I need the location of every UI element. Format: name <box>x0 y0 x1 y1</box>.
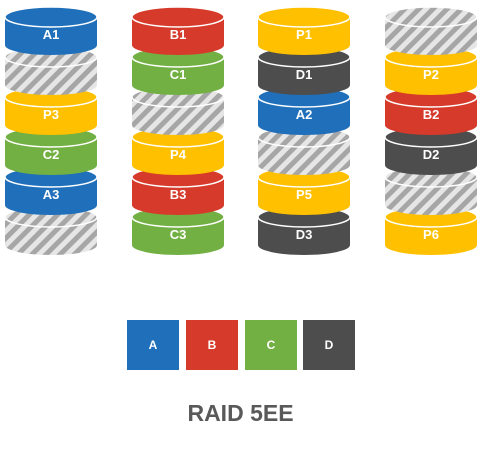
segment-label: A3 <box>43 187 60 202</box>
segment-label: P1 <box>296 27 312 42</box>
segment-label: B3 <box>170 187 187 202</box>
segment-label: P6 <box>423 227 439 242</box>
segment-label: A1 <box>43 27 60 42</box>
segment-label: D2 <box>423 147 440 162</box>
segment-label: C1 <box>170 67 187 82</box>
disk-4: P6 D2 B2 P2 <box>384 6 478 255</box>
legend-item-c: C <box>245 320 297 370</box>
disk-segment-a1: A1 <box>4 6 98 55</box>
segment-label: A2 <box>296 107 313 122</box>
legend-item-a: A <box>127 320 179 370</box>
legend-label-d: D <box>324 338 334 352</box>
legend-item-b: B <box>186 320 238 370</box>
segment-label: B1 <box>170 27 187 42</box>
legend-label-a: A <box>148 338 158 352</box>
segment-label: P4 <box>170 147 187 162</box>
segment-label: D3 <box>296 227 313 242</box>
disk-segment-b1: B1 <box>131 6 225 55</box>
legend-label-b: B <box>207 338 217 352</box>
disk-segment-spare <box>384 6 478 55</box>
segment-label: P2 <box>423 67 439 82</box>
segment-label: P3 <box>43 107 59 122</box>
segment-label: P5 <box>296 187 312 202</box>
disk-2: C3 B3 P4 C1 B1 <box>131 6 225 255</box>
legend-item-d: D <box>303 320 355 370</box>
legend-label-c: C <box>266 338 276 352</box>
segment-label: B2 <box>423 107 440 122</box>
segment-label: C2 <box>43 147 60 162</box>
disk-3: D3 P5 A2 D1 P1 <box>257 6 351 255</box>
disk-1: A3 C2 P3 A1 <box>4 6 98 255</box>
disk-segment-p1: P1 <box>257 6 351 55</box>
diagram-title: RAID 5EE <box>187 400 294 426</box>
segment-label: C3 <box>170 227 187 242</box>
segment-label: D1 <box>296 67 313 82</box>
